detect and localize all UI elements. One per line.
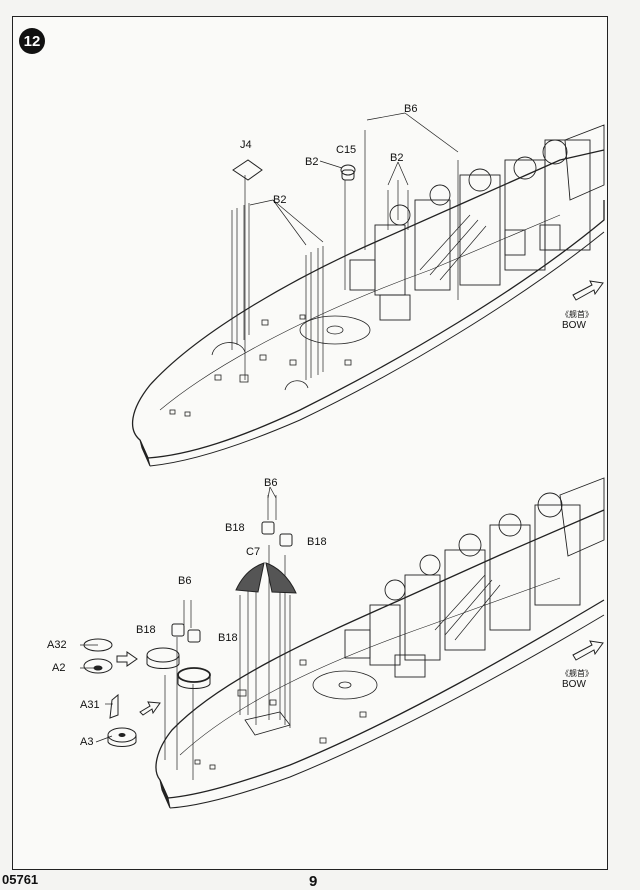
assembly-arrow-icon	[116, 651, 161, 716]
part-label-j4: J4	[240, 139, 252, 151]
part-label-b6-top: B6	[264, 477, 278, 489]
bottom-ship-hull	[155, 509, 605, 809]
part-label-c7: C7	[246, 546, 261, 558]
bow-label-bottom: BOW	[562, 679, 586, 690]
bottom-parts	[83, 521, 297, 747]
part-label-a3: A3	[80, 736, 94, 748]
bottom-bow-arrow-icon	[572, 640, 604, 661]
part-label-b18-lower-left: B18	[136, 624, 156, 636]
top-ship-hull	[131, 149, 605, 467]
top-assembly-leader-lines	[231, 112, 459, 380]
top-ship-deck-details	[169, 314, 371, 417]
bottom-assembly-leader-lines	[80, 486, 291, 780]
part-label-b18-upper-right: B18	[307, 536, 327, 548]
instruction-sheet	[12, 16, 608, 870]
part-label-a31: A31	[80, 699, 100, 711]
top-bow-arrow-icon	[572, 280, 604, 301]
bottom-ship-deck-details	[194, 659, 378, 770]
bow-label-cn-bottom: 《舰首》	[561, 669, 593, 678]
part-label-b2-mid: B2	[305, 156, 319, 168]
part-label-b2-left: B2	[273, 194, 287, 206]
part-label-a32: A32	[47, 639, 67, 651]
bow-label-cn-top: 《舰首》	[561, 310, 593, 319]
page-number: 9	[309, 873, 318, 890]
step-number-badge: 12	[19, 28, 45, 54]
top-ship-superstructure	[349, 124, 605, 321]
product-code: 05761	[2, 872, 39, 887]
bottom-ship-superstructure	[344, 477, 605, 678]
part-label-b6: B6	[404, 103, 418, 115]
j4-part	[232, 159, 263, 181]
part-label-b6-mid: B6	[178, 575, 192, 587]
part-label-b2-right: B2	[390, 152, 404, 164]
part-label-a2: A2	[52, 662, 66, 674]
part-label-b18-lower-right: B18	[218, 632, 238, 644]
part-label-b18-upper-left: B18	[225, 522, 245, 534]
c15-part	[340, 164, 356, 181]
part-label-c15: C15	[336, 144, 357, 156]
bow-label-top: BOW	[562, 320, 586, 331]
